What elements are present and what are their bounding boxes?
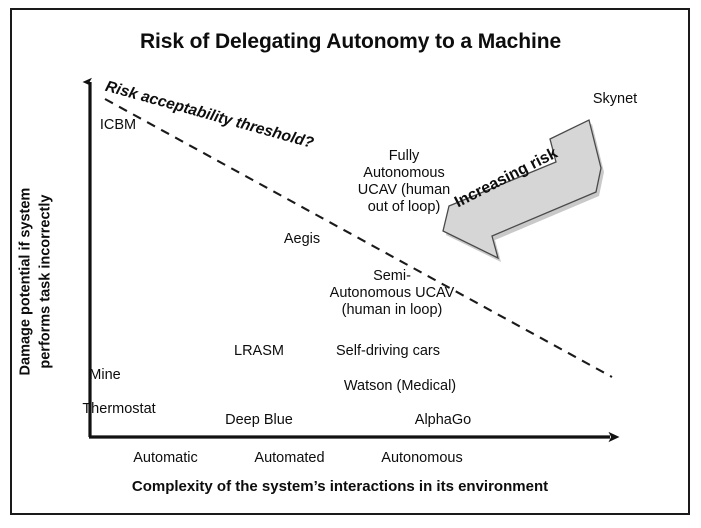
increasing-risk-arrow xyxy=(442,119,604,262)
y-axis-label: Damage potential if system performs task… xyxy=(16,152,55,412)
point-label-thermostat: Thermostat xyxy=(82,401,156,417)
point-label-mine: Mine xyxy=(89,367,121,383)
x-axis-label: Complexity of the system’s interactions … xyxy=(131,478,549,495)
figure-border xyxy=(10,8,690,515)
point-label-icbm: ICBM xyxy=(99,117,137,133)
semi-autonomous-line2: Autonomous UCAV xyxy=(329,285,455,302)
x-tick-automatic: Automatic xyxy=(133,450,198,466)
y-axis-label-line1: Damage potential if system xyxy=(17,187,34,376)
point-label-lrasm: LRASM xyxy=(234,343,284,359)
fully-autonomous-line3: UCAV (human xyxy=(357,182,451,199)
threshold-dashed-line xyxy=(104,98,613,378)
point-label-deep-blue: Deep Blue xyxy=(225,412,293,428)
point-label-aegis: Aegis xyxy=(283,231,321,247)
point-label-alphago: AlphaGo xyxy=(414,412,472,428)
point-label-fully-autonomous-ucav: Fully Autonomous UCAV (human out of loop… xyxy=(336,148,472,216)
point-label-semi-autonomous-ucav: Semi- Autonomous UCAV (human in loop) xyxy=(312,268,472,319)
chart-title: Risk of Delegating Autonomy to a Machine xyxy=(139,30,562,53)
point-label-skynet: Skynet xyxy=(592,91,638,107)
y-axis-label-line2: performs task incorrectly xyxy=(37,194,53,369)
fully-autonomous-line2: Autonomous xyxy=(363,165,445,182)
semi-autonomous-line1: Semi- xyxy=(373,268,411,284)
semi-autonomous-line3: (human in loop) xyxy=(341,302,443,319)
point-label-watson-medical: Watson (Medical) xyxy=(343,378,457,394)
fully-autonomous-line1: Fully xyxy=(388,148,420,164)
x-tick-autonomous: Autonomous xyxy=(381,450,463,466)
x-tick-automated: Automated xyxy=(254,450,325,466)
point-label-self-driving-cars: Self-driving cars xyxy=(336,343,440,359)
fully-autonomous-line4: out of loop) xyxy=(367,199,441,216)
